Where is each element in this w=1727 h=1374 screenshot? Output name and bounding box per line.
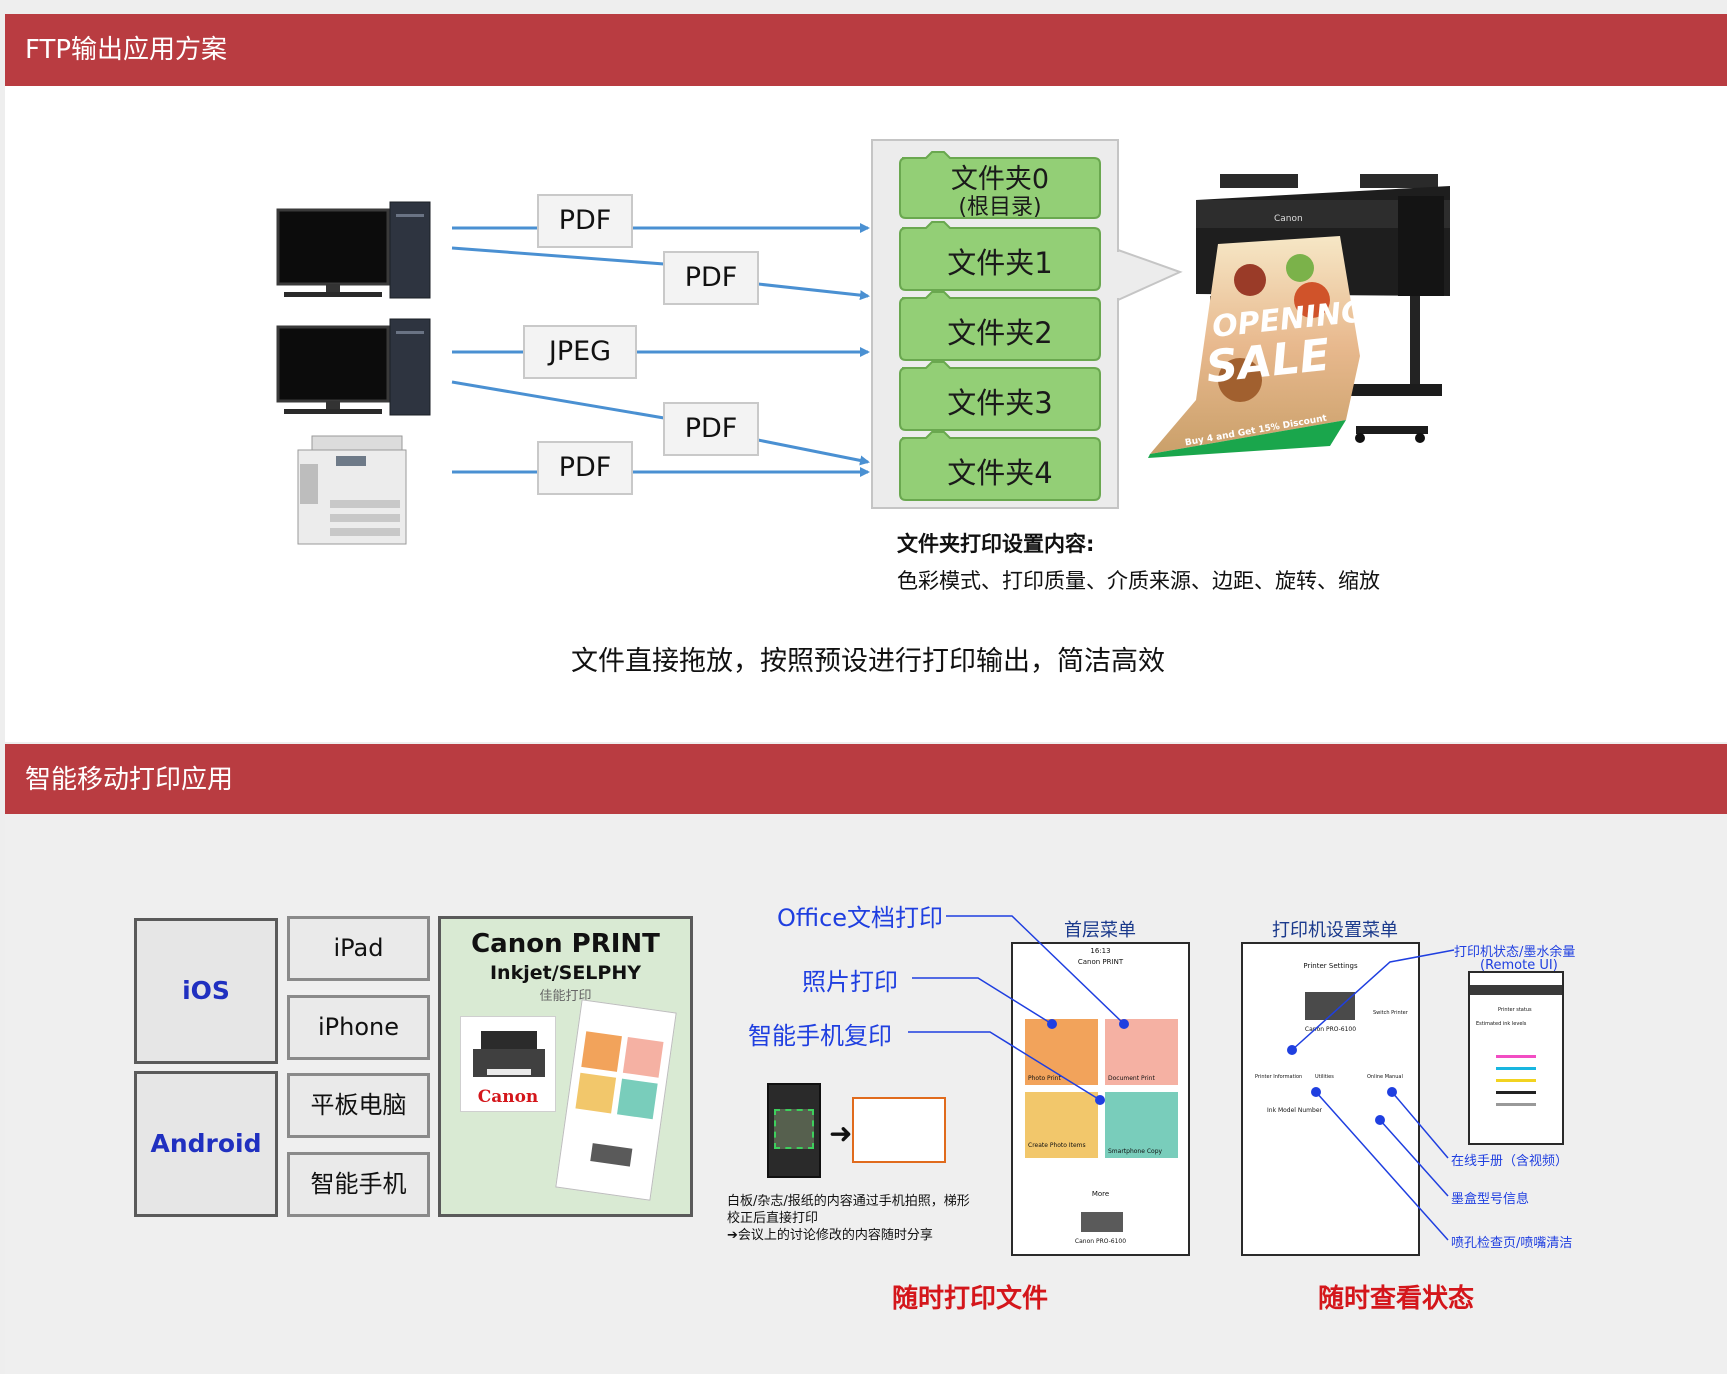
tile-document-print: Document Print: [1105, 1019, 1178, 1085]
folder-0: 文件夹0 (根目录): [900, 158, 1100, 220]
app-printer-icon: [473, 1031, 545, 1077]
section-title-ftp: FTP输出应用方案: [25, 35, 228, 65]
folder-settings-title: 文件夹打印设置内容:: [897, 532, 1095, 556]
folder-1: 文件夹1: [900, 228, 1100, 290]
label-printer-status: 打印机状态/墨水余量: [1454, 945, 1576, 960]
callout-pointer: [1117, 248, 1183, 302]
copy-note-3: ➔会议上的讨论修改的内容随时分享: [727, 1228, 933, 1243]
folder-settings-items: 色彩模式、打印质量、介质来源、边距、旋转、缩放: [897, 569, 1380, 593]
tile-create-photo-items: Create Photo Items: [1025, 1092, 1098, 1158]
section-header-ftp: FTP输出应用方案: [5, 14, 1727, 86]
section-title-mobile: 智能移动打印应用: [25, 765, 234, 795]
canon-print-app-box: Canon PRINT Inkjet/SELPHY 佳能打印 Canon: [438, 916, 693, 1217]
multifunction-printer-icon: [297, 435, 407, 545]
phone2-model: Canon PRO-6100: [1304, 1026, 1357, 1033]
file-tag-pdf-4: PDF: [537, 441, 633, 495]
phone1-time: 16:13: [1090, 947, 1111, 955]
phone-home-menu: 16:13 Canon PRINT Photo Print Document P…: [1011, 942, 1190, 1256]
arrow-right-icon: ➜: [829, 1117, 853, 1150]
phone1-app-name: Canon PRINT: [1077, 958, 1124, 966]
folder-shapes: [899, 151, 1101, 501]
caption-check-status: 随时查看状态: [1318, 1284, 1475, 1314]
device-iphone: iPhone: [287, 995, 430, 1060]
folder-4-label: 文件夹4: [947, 456, 1053, 490]
file-tag-pdf-2: PDF: [663, 251, 759, 305]
folder-1-label: 文件夹1: [947, 246, 1053, 280]
phone2-printer-icon: [1305, 992, 1355, 1020]
phone-remote-ui: Printer status Estimated ink levels: [1468, 971, 1564, 1145]
copy-phone-image: [767, 1083, 821, 1178]
phone-printer-settings: Printer Settings Canon PRO-6100 Switch P…: [1241, 942, 1420, 1256]
folder-0-label: 文件夹0: [950, 164, 1050, 195]
feature-smartphone-copy: 智能手机复印: [748, 1022, 892, 1050]
label-ink-model: 墨盒型号信息: [1451, 1192, 1530, 1207]
folder-2: 文件夹2: [900, 298, 1100, 360]
app-title: Canon PRINT: [471, 929, 660, 959]
feature-photo-print: 照片打印: [802, 968, 898, 996]
app-subtitle-cn: 佳能打印: [539, 989, 592, 1004]
app-phone-mock: [555, 999, 677, 1201]
device-tablet: 平板电脑: [287, 1073, 430, 1138]
phone2-title: Printer Settings: [1303, 962, 1358, 970]
file-tag-pdf-1: PDF: [537, 194, 633, 248]
os-ios: iOS: [134, 918, 278, 1064]
computer-icon-1: [276, 201, 431, 299]
file-tag-pdf-3: PDF: [663, 402, 759, 456]
folder-2-label: 文件夹2: [947, 316, 1053, 350]
ftp-diagram: [276, 139, 1450, 545]
app-brand: Canon: [477, 1087, 539, 1107]
transfer-arrows: [451, 223, 870, 477]
phone2-ink-label: Ink Model Number: [1267, 1107, 1322, 1114]
phone1-printer-icon: [1081, 1212, 1123, 1232]
phone2-side-label: Switch Printer: [1373, 1010, 1408, 1016]
app-icon: Canon: [460, 1016, 556, 1112]
device-smartphone: 智能手机: [287, 1152, 430, 1217]
os-android: Android: [134, 1071, 278, 1217]
copy-note-2: 校正后直接打印: [727, 1211, 819, 1226]
tile-photo-print: Photo Print: [1025, 1019, 1098, 1085]
app-subtitle: Inkjet/SELPHY: [489, 962, 641, 984]
phone2-item-printer-info: Printer Information: [1255, 1074, 1303, 1080]
menu-title-settings: 打印机设置菜单: [1272, 920, 1398, 941]
phone2-item-online-manual: Online Manual: [1367, 1074, 1403, 1080]
phone1-more: More: [1091, 1190, 1110, 1198]
label-nozzle-check: 喷孔检查页/喷嘴清洁: [1451, 1236, 1573, 1251]
folder-4: 文件夹4: [900, 438, 1100, 500]
label-online-manual: 在线手册（含视频）: [1451, 1154, 1569, 1169]
feature-office-print: Office文档打印: [777, 904, 944, 932]
folder-3-label: 文件夹3: [947, 386, 1053, 420]
copy-result-image: [852, 1097, 946, 1163]
ftp-caption: 文件直接拖放，按照预设进行打印输出，简洁高效: [571, 646, 1165, 677]
computer-icon-2: [276, 318, 431, 416]
label-remote-ui: (Remote UI): [1480, 958, 1558, 973]
device-ipad: iPad: [287, 916, 430, 981]
phone3-heading: Printer status: [1498, 1007, 1532, 1013]
large-format-printer-icon: [1148, 174, 1450, 458]
tile-smartphone-copy: Smartphone Copy: [1105, 1092, 1178, 1158]
section-header-mobile: 智能移动打印应用: [5, 744, 1727, 816]
folder-0-sublabel: (根目录): [958, 195, 1042, 220]
folder-3: 文件夹3: [900, 368, 1100, 430]
menu-title-home: 首层菜单: [1064, 920, 1136, 941]
phone3-row1: Estimated ink levels: [1476, 1021, 1527, 1027]
caption-print-anytime: 随时打印文件: [892, 1284, 1049, 1314]
phone2-item-utilities: Utilities: [1315, 1074, 1334, 1080]
printer-brand: Canon: [1274, 214, 1303, 224]
copy-note-1: 白板/杂志/报纸的内容通过手机拍照，梯形: [727, 1194, 970, 1209]
phone1-printer-model: Canon PRO-6100: [1074, 1238, 1127, 1245]
file-tag-jpeg: JPEG: [523, 325, 637, 379]
